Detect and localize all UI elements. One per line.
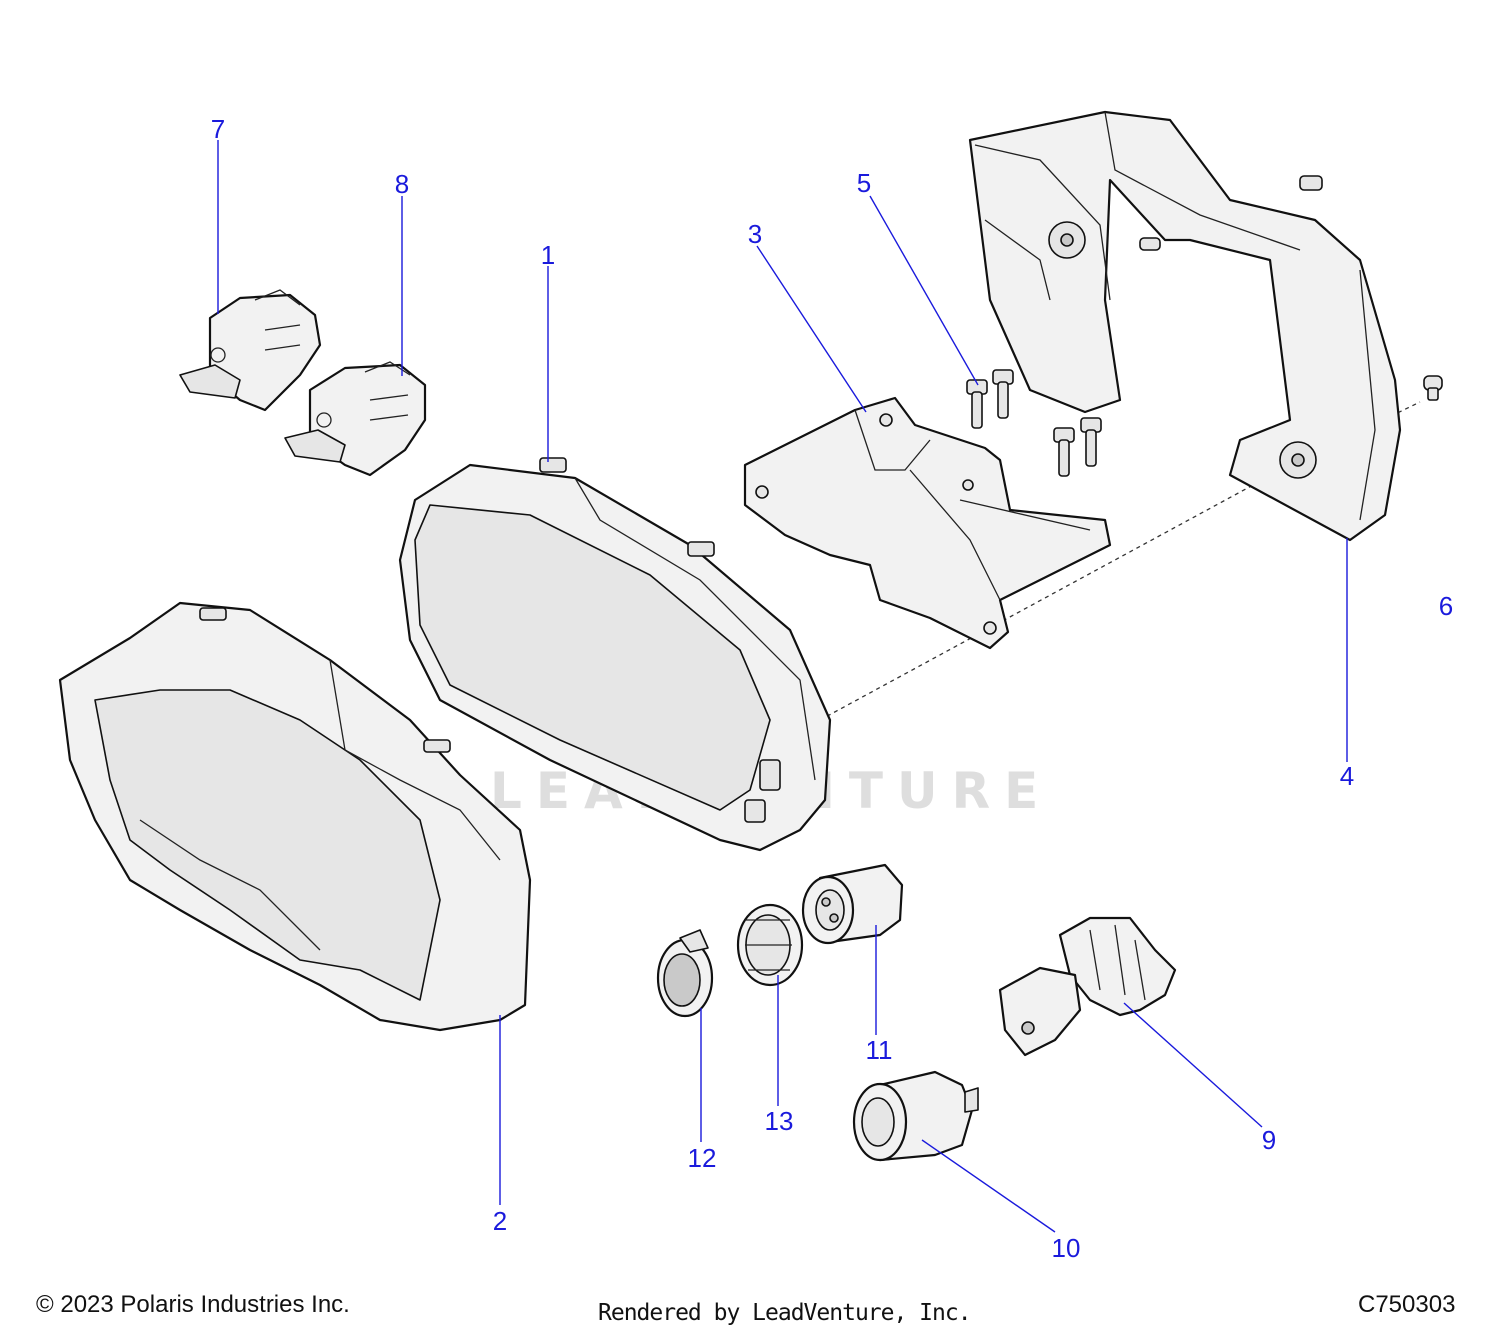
callout-13[interactable]: 13 bbox=[764, 1106, 794, 1136]
leader-10 bbox=[921, 1139, 1056, 1233]
screw-drawing[interactable] bbox=[1423, 375, 1443, 401]
callout-6[interactable]: 6 bbox=[1438, 591, 1454, 621]
callout-1[interactable]: 1 bbox=[540, 240, 556, 270]
instrument-cluster-drawing[interactable] bbox=[398, 457, 832, 852]
mounting-bracket-drawing[interactable] bbox=[743, 396, 1112, 650]
callout-3[interactable]: 3 bbox=[747, 219, 763, 249]
callout-8[interactable]: 8 bbox=[394, 169, 410, 199]
bezel-drawing[interactable] bbox=[58, 601, 532, 1032]
bolts-drawing[interactable] bbox=[966, 369, 1102, 477]
retaining-nut-drawing[interactable] bbox=[736, 903, 804, 987]
ignition-switch-drawing[interactable] bbox=[998, 916, 1177, 1057]
diagram-code: C750303 bbox=[1358, 1291, 1456, 1318]
power-outlet-drawing[interactable] bbox=[852, 1070, 979, 1162]
callout-12[interactable]: 12 bbox=[687, 1143, 717, 1173]
dash-housing-drawing[interactable] bbox=[968, 110, 1402, 542]
callout-11[interactable]: 11 bbox=[865, 1035, 893, 1065]
usb-socket-drawing[interactable] bbox=[801, 863, 904, 945]
alignment-line bbox=[819, 464, 1291, 721]
callout-5[interactable]: 5 bbox=[856, 168, 872, 198]
socket-cap-drawing[interactable] bbox=[656, 929, 714, 1018]
callout-9[interactable]: 9 bbox=[1261, 1125, 1277, 1155]
rendered-by-text: Rendered by LeadVenture, Inc. bbox=[598, 1300, 972, 1326]
callout-2[interactable]: 2 bbox=[492, 1206, 508, 1236]
callout-10[interactable]: 10 bbox=[1051, 1233, 1081, 1263]
leader-3 bbox=[756, 245, 867, 413]
leader-5 bbox=[869, 195, 979, 386]
copyright-text: © 2023 Polaris Industries Inc. bbox=[36, 1291, 350, 1318]
switch-fan-drawing[interactable] bbox=[284, 361, 427, 477]
callout-4[interactable]: 4 bbox=[1339, 761, 1355, 791]
leader-9 bbox=[1123, 1002, 1263, 1128]
callout-7[interactable]: 7 bbox=[210, 114, 226, 144]
switch-light-drawing[interactable] bbox=[179, 289, 322, 412]
